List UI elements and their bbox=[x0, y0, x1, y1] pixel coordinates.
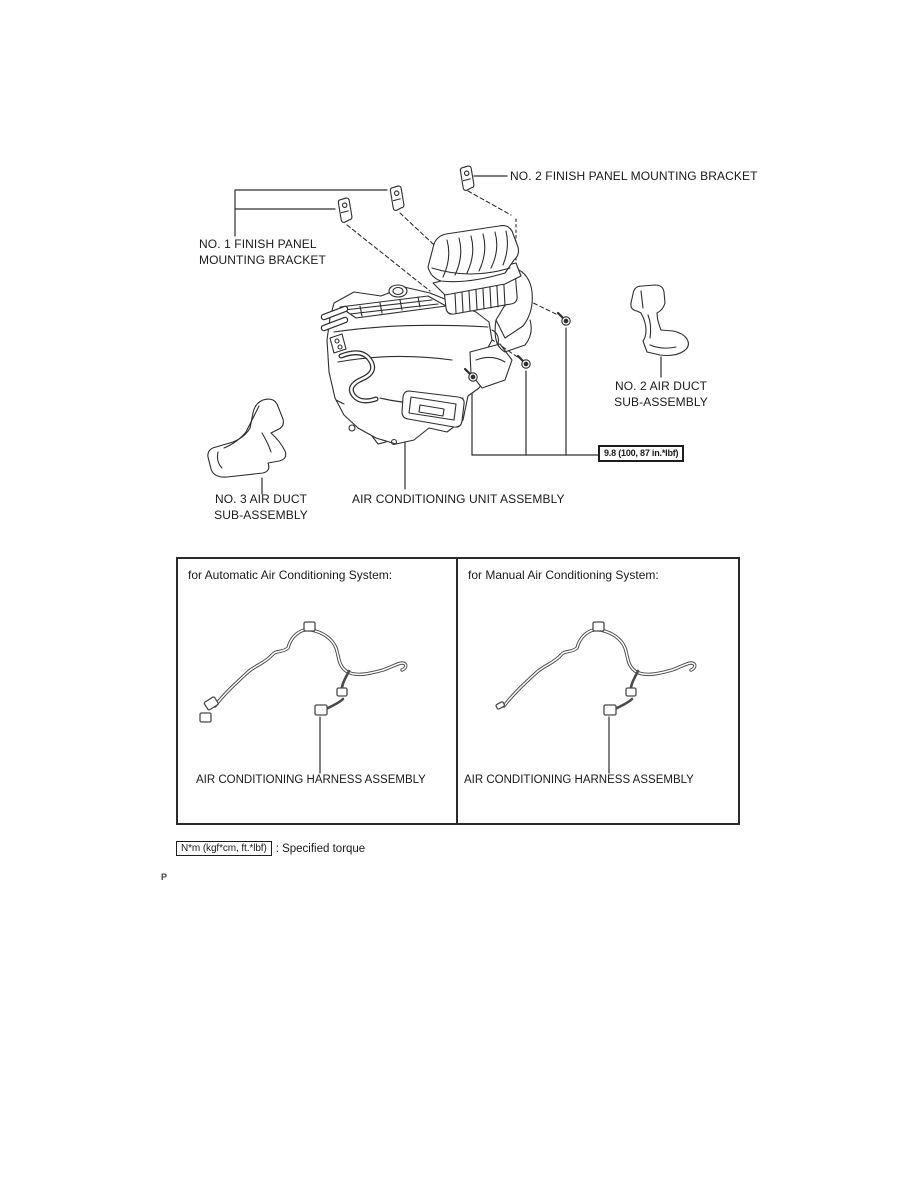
label-no1-finish-panel-bracket-line1: NO. 1 FINISH PANEL bbox=[199, 237, 317, 251]
panel-automatic-header: for Automatic Air Conditioning System: bbox=[188, 568, 393, 582]
comparison-box: for Automatic Air Conditioning System: A… bbox=[176, 557, 740, 825]
torque-legend-description: : Specified torque bbox=[275, 842, 366, 855]
finish-panel-bracket-part-3 bbox=[459, 165, 475, 191]
leader-lines bbox=[234, 175, 662, 495]
torque-legend: N*m (kgf*cm, ft.*lbf) : Specified torque bbox=[176, 841, 365, 856]
ac-unit-assembly-part bbox=[320, 284, 513, 446]
label-no1-finish-panel-bracket-line2: MOUNTING BRACKET bbox=[199, 253, 326, 267]
torque-spec-box: 9.8 (100, 87 in.*lbf) bbox=[598, 445, 685, 462]
no3-air-duct-part bbox=[207, 398, 287, 478]
label-no3-air-duct-line2: SUB-ASSEMBLY bbox=[214, 508, 308, 522]
panel-manual-system: for Manual Air Conditioning System: AIR … bbox=[458, 559, 738, 823]
label-no3-air-duct-line1: NO. 3 AIR DUCT bbox=[214, 492, 308, 506]
harness-drawing-automatic bbox=[199, 621, 408, 774]
label-harness-manual: AIR CONDITIONING HARNESS ASSEMBLY bbox=[464, 774, 694, 786]
label-no2-finish-panel-bracket: NO. 2 FINISH PANEL MOUNTING BRACKET bbox=[510, 169, 758, 183]
no2-air-duct-part bbox=[630, 284, 690, 357]
exploded-view-drawing bbox=[207, 165, 690, 495]
finish-panel-bracket-part-2 bbox=[389, 185, 405, 211]
intake-cover-part bbox=[427, 225, 520, 283]
page-mark: P bbox=[161, 872, 168, 882]
screw-1 bbox=[463, 367, 478, 382]
label-ac-unit-assembly: AIR CONDITIONING UNIT ASSEMBLY bbox=[352, 492, 565, 506]
finish-panel-bracket-part-1 bbox=[337, 197, 353, 223]
torque-spec-value: 9.8 (100, 87 in.*lbf) bbox=[604, 448, 679, 458]
label-harness-automatic: AIR CONDITIONING HARNESS ASSEMBLY bbox=[196, 774, 426, 786]
harness-drawing-manual bbox=[495, 621, 697, 774]
screw-2 bbox=[516, 354, 531, 369]
torque-unit-box: N*m (kgf*cm, ft.*lbf) bbox=[176, 841, 272, 856]
panel-manual-header: for Manual Air Conditioning System: bbox=[468, 568, 659, 582]
label-no2-air-duct-line1: NO. 2 AIR DUCT bbox=[614, 379, 708, 393]
screw-3 bbox=[556, 311, 571, 326]
panel-automatic-system: for Automatic Air Conditioning System: A… bbox=[178, 559, 458, 823]
label-no2-air-duct-line2: SUB-ASSEMBLY bbox=[614, 395, 708, 409]
